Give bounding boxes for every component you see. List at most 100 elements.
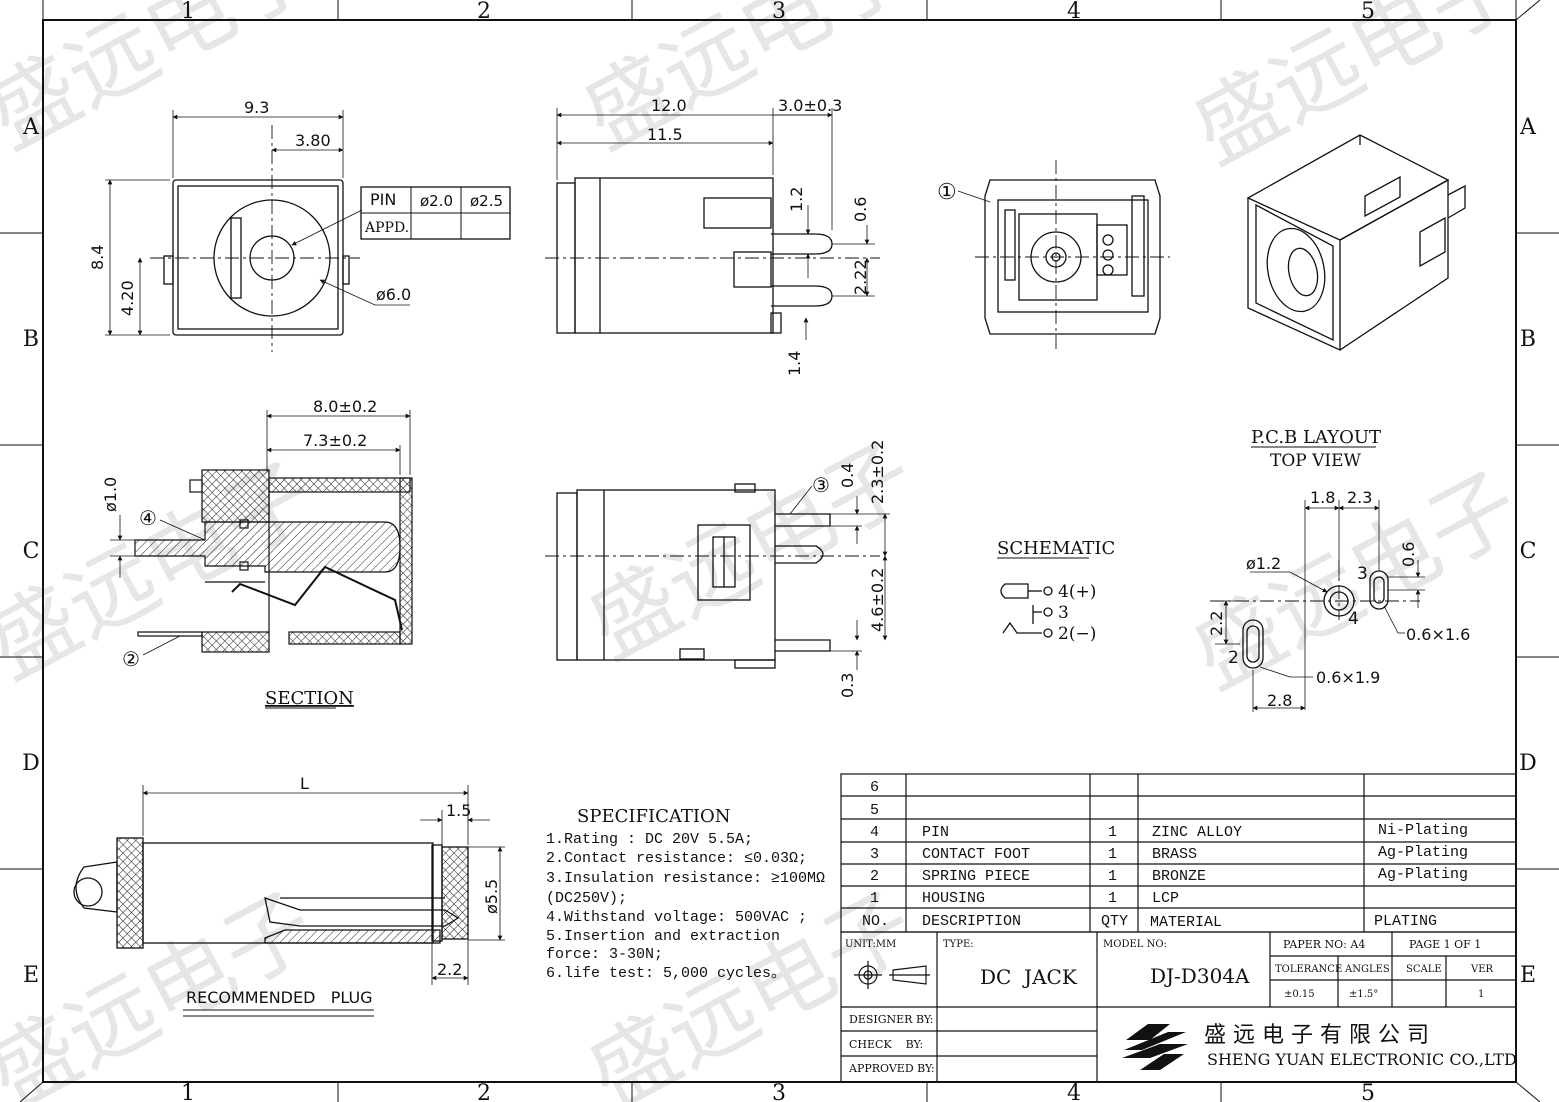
dim-label: 2.8 [1267, 691, 1292, 710]
bom-plating: Ni-Plating [1378, 822, 1468, 839]
bom-header-no: NO. [862, 913, 889, 930]
dim-label: ø1.0 [101, 477, 120, 512]
title-block: UNIT:MM TYPE: DC JACK MODEL NO: DJ-D304A… [845, 938, 1494, 1075]
schematic-title: SCHEMATIC [997, 538, 1115, 559]
dim-label: 12.0 [651, 96, 687, 115]
bom-plating: Ag-Plating [1378, 844, 1468, 861]
bom-header-plating: PLATING [1374, 913, 1437, 930]
pcb-dims: 1.8 2.3 ø1.2 0.6 2.2 2.8 0.6×1.6 0.6×1.9 [1207, 488, 1470, 710]
spec-line: 6.life test: 5,000 cycles。 [546, 965, 786, 982]
type-label: TYPE: [943, 939, 974, 950]
bom-header-desc: DESCRIPTION [922, 913, 1021, 930]
rear-view [957, 160, 1170, 352]
section-view [110, 410, 413, 656]
pcb-pin-label: 3 [1357, 564, 1368, 584]
watermark: 盛远电子 [0, 0, 331, 169]
bom-qty: 1 [1108, 890, 1117, 907]
dim-label: 2.3 [1347, 488, 1372, 507]
spec-line: force: 3-30N; [546, 946, 663, 963]
company-logo [1122, 1024, 1188, 1070]
dim-label: 2.2 [437, 960, 462, 979]
designer-label: DESIGNER BY: [849, 1013, 933, 1026]
bom-no: 2 [870, 868, 879, 885]
scale-label: SCALE [1406, 964, 1442, 975]
projection-symbol [854, 961, 930, 989]
zone-col-label: 3 [772, 1081, 786, 1102]
pcb-pins: 3 4 2 [1228, 564, 1368, 668]
isometric-view [1246, 134, 1466, 352]
dim-label: 1.2 [787, 187, 806, 212]
bottom-view [545, 483, 890, 670]
paper-label: PAPER NO: A4 [1283, 938, 1365, 951]
spec-line: 5.Insertion and extraction [546, 928, 780, 945]
bom-desc: CONTACT FOOT [922, 846, 1030, 863]
dim-label: 0.4 [838, 463, 857, 488]
zone-col-label: 2 [477, 0, 491, 24]
side-view-dims: 12.0 11.5 3.0±0.3 1.2 0.6 2.22 1.4 [647, 96, 870, 376]
plug-dims: L 1.5 ø5.5 2.2 [300, 774, 501, 979]
zone-col-label: 2 [477, 1081, 491, 1102]
callout-label: ④ [139, 506, 157, 530]
schematic-symbol [1000, 583, 1053, 638]
dim-label: 11.5 [647, 125, 683, 144]
dim-label: 0.6×1.9 [1316, 668, 1380, 687]
dim-label: ø6.0 [376, 285, 411, 304]
bom-material: ZINC ALLOY [1152, 824, 1242, 841]
zone-row-label: C [1520, 539, 1537, 564]
pin-table: PIN ø2.0 ø2.5 APPD. [360, 186, 511, 240]
dim-label: 2.22 [851, 259, 870, 295]
schematic-pin-label: 4(+) [1058, 582, 1096, 602]
dim-label: 2.3±0.2 [868, 440, 887, 504]
ver-label: VER [1470, 964, 1494, 975]
dim-label: ø5.5 [482, 879, 501, 914]
bom-table-grid [840, 773, 1517, 933]
callout-label: ① [937, 180, 957, 205]
section-title: SECTION [265, 688, 354, 709]
bom-table: 6 5 4 PIN 1 ZINC ALLOY Ni-Plating 3 CONT… [862, 779, 1468, 931]
zone-col-label: 4 [1067, 0, 1081, 24]
zone-row-label: D [1519, 751, 1537, 776]
dim-label: 2.2 [1207, 611, 1226, 636]
dim-label: L [300, 774, 309, 793]
pcb-layout [1210, 500, 1425, 712]
model-label: MODEL NO: [1103, 939, 1167, 950]
bom-material: LCP [1152, 890, 1179, 907]
bom-qty: 1 [1108, 868, 1117, 885]
pcb-subtitle: TOP VIEW [1270, 451, 1362, 471]
dim-label: 3.80 [295, 131, 331, 150]
dim-label: 4.20 [118, 280, 137, 316]
bom-no: 1 [870, 890, 879, 907]
zone-col-label: 3 [772, 0, 786, 24]
model-value: DJ-D304A [1150, 964, 1250, 988]
angles-label: ANGLES [1344, 964, 1390, 975]
pcb-title: P.C.B LAYOUT [1251, 427, 1381, 448]
spec-line: (DC250V); [546, 890, 627, 907]
bom-desc: SPRING PIECE [922, 868, 1030, 885]
zone-col-label: 5 [1361, 0, 1375, 24]
spec-line: 1.Rating : DC 20V 5.5A; [546, 831, 753, 848]
bom-no: 4 [870, 824, 879, 841]
pcb-pin-label: 2 [1228, 648, 1239, 668]
zone-col-label: 1 [181, 0, 195, 24]
dim-label: 0.6×1.6 [1406, 625, 1470, 644]
zone-row-label: B [1520, 327, 1536, 352]
bom-no: 6 [870, 779, 879, 796]
bom-header-material: MATERIAL [1150, 914, 1222, 931]
dim-label: 7.3±0.2 [303, 431, 367, 450]
zone-row-label: C [23, 539, 40, 564]
tolerance-label: TOLERANCE [1275, 964, 1342, 975]
zone-col-label: 5 [1361, 1081, 1375, 1102]
dim-label: 8.0±0.2 [313, 397, 377, 416]
zone-labels: 1 2 3 4 5 1 2 3 4 5 A B C D E A B C D E [22, 0, 1537, 1102]
section-view-dims: 8.0±0.2 7.3±0.2 ø1.0 [101, 397, 377, 512]
plug-title: RECOMMENDED PLUG [186, 988, 373, 1007]
bom-no: 3 [870, 846, 879, 863]
front-view [105, 110, 410, 352]
bom-material: BRASS [1152, 846, 1197, 863]
zone-col-label: 4 [1067, 1081, 1081, 1102]
pcb-pin-label: 4 [1348, 609, 1359, 629]
zone-row-label: D [22, 751, 40, 776]
bom-header-qty: QTY [1101, 913, 1128, 930]
